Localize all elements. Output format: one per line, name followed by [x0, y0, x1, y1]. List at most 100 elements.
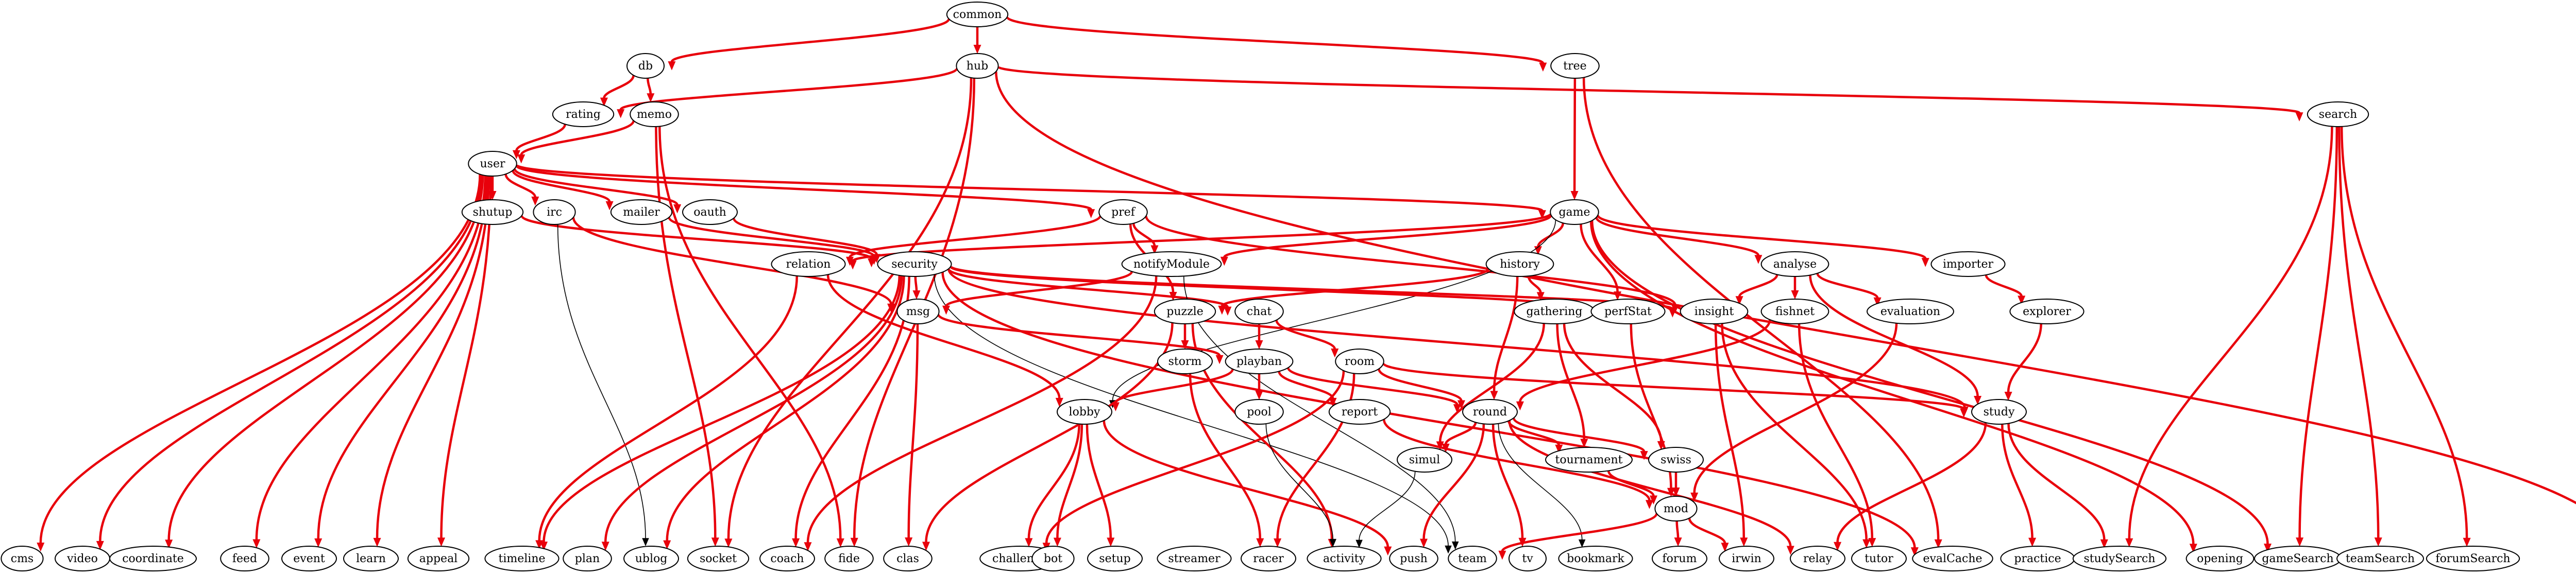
- node-shape: [1031, 546, 1075, 571]
- edge-line: [1590, 220, 2269, 545]
- edge-arrowhead: [1873, 297, 1882, 307]
- edge-line: [1573, 78, 1577, 192]
- node-clas: clas: [883, 546, 933, 571]
- node-label: forum: [1663, 552, 1697, 565]
- edge-arrowhead: [663, 540, 671, 550]
- edge-fishnet-to-round: [1516, 319, 1771, 411]
- node-label: common: [953, 8, 1002, 21]
- node-label: notifyModule: [1133, 258, 1210, 271]
- edge-line: [1582, 77, 1940, 540]
- node-label: game: [1558, 206, 1590, 219]
- edge-line: [440, 176, 492, 538]
- node-label: bookmark: [1567, 552, 1624, 565]
- edge-mod-to-team: [1498, 513, 1658, 560]
- node-appeal: appeal: [407, 546, 470, 571]
- node-chat: chat: [1234, 299, 1284, 324]
- node-irc: irc: [533, 199, 576, 225]
- edges-layer: [37, 16, 2576, 560]
- edge-line: [2128, 126, 2333, 539]
- node-forum: forum: [1652, 546, 1707, 571]
- edge-security-to-timeline: [539, 275, 901, 551]
- edge-arrowhead: [314, 538, 323, 548]
- node-analyse: analyse: [1760, 251, 1829, 277]
- node-label: feed: [232, 552, 257, 565]
- edge-line: [538, 275, 799, 541]
- edge-arrowhead: [1674, 537, 1682, 547]
- node-shape: [1719, 546, 1774, 571]
- edge-line: [1438, 323, 1545, 442]
- edge-line: [1382, 419, 1651, 501]
- edge-line: [572, 217, 892, 305]
- node-shape: [771, 251, 846, 277]
- node-shape: [1912, 546, 1993, 571]
- node-shape: [1154, 299, 1216, 324]
- edge-arrowhead: [2374, 537, 2382, 547]
- node-fishnet: fishnet: [1760, 299, 1829, 324]
- node-lobby: lobby: [1057, 399, 1112, 425]
- edge-line: [1265, 423, 1333, 540]
- edge-hub-to-fide: [850, 78, 976, 547]
- node-relay: relay: [1790, 546, 1845, 571]
- edge-user-to-oauth: [513, 168, 682, 214]
- edge-line: [557, 224, 646, 538]
- node-label: pool: [1247, 406, 1272, 419]
- node-racer: racer: [1241, 546, 1296, 571]
- node-shape: [1328, 399, 1391, 425]
- edge-arrowhead: [2125, 538, 2133, 548]
- edge-line: [1836, 422, 1987, 543]
- edge-arrowhead: [1331, 349, 1339, 358]
- edge-rating-to-user: [512, 124, 566, 160]
- edge-arrowhead: [517, 154, 526, 164]
- node-label: tree: [1563, 60, 1586, 73]
- edge-line: [1382, 362, 1965, 410]
- edge-line: [167, 175, 484, 541]
- edge-notifyModule-to-coach: [804, 275, 1158, 551]
- node-label: search: [2319, 108, 2357, 121]
- edge-line: [1501, 513, 1658, 552]
- node-label: activity: [1323, 552, 1366, 565]
- edge-line: [947, 268, 1966, 408]
- edge-arrowhead: [1791, 290, 1799, 300]
- node-label: ublog: [635, 552, 668, 565]
- node-label: puzzle: [1166, 305, 1204, 318]
- node-shape: [1971, 399, 2027, 425]
- node-shape: [1851, 546, 1907, 571]
- node-label: opening: [2197, 552, 2243, 565]
- node-label: hub: [967, 60, 988, 73]
- edge-hub-to-search: [997, 65, 2303, 121]
- node-plan: plan: [563, 546, 612, 571]
- edge-user-to-feed: [252, 175, 486, 549]
- node-label: learn: [356, 552, 386, 565]
- node-shape: [1550, 199, 1599, 225]
- edge-storm-to-racer: [1189, 373, 1264, 548]
- edge-security-to-evalCache: [941, 272, 1919, 556]
- edge-arrowhead: [1735, 296, 1743, 305]
- node-label: forumSearch: [2435, 552, 2510, 565]
- node-tutor: tutor: [1851, 546, 1907, 571]
- edge-memo-to-user: [517, 120, 635, 164]
- edge-arrowhead: [1960, 408, 1968, 418]
- node-label: lobby: [1069, 406, 1100, 419]
- edge-line: [647, 78, 652, 94]
- edge-arrowhead: [1436, 441, 1444, 450]
- node-shape: [1790, 546, 1845, 571]
- edge-arrowhead: [1419, 538, 1428, 548]
- edge-line: [513, 168, 679, 206]
- edge-room-to-round: [1378, 368, 1465, 410]
- edge-arrowhead: [922, 542, 930, 551]
- edge-line: [1798, 323, 1874, 539]
- node-room: room: [1335, 349, 1384, 374]
- node-push: push: [1389, 546, 1438, 571]
- node-label: pref: [1111, 206, 1136, 219]
- edge-importer-to-explorer: [1985, 274, 2026, 305]
- node-simul: simul: [1397, 447, 1452, 473]
- node-shape: [1652, 546, 1707, 571]
- node-shape: [1389, 546, 1438, 571]
- node-label: practice: [2014, 552, 2061, 565]
- node-shape: [1234, 399, 1284, 425]
- node-shape: [896, 299, 940, 324]
- node-label: racer: [1253, 552, 1284, 565]
- node-streamer: streamer: [1157, 546, 1232, 571]
- edge-line: [515, 124, 566, 151]
- edge-arrowhead: [617, 109, 625, 118]
